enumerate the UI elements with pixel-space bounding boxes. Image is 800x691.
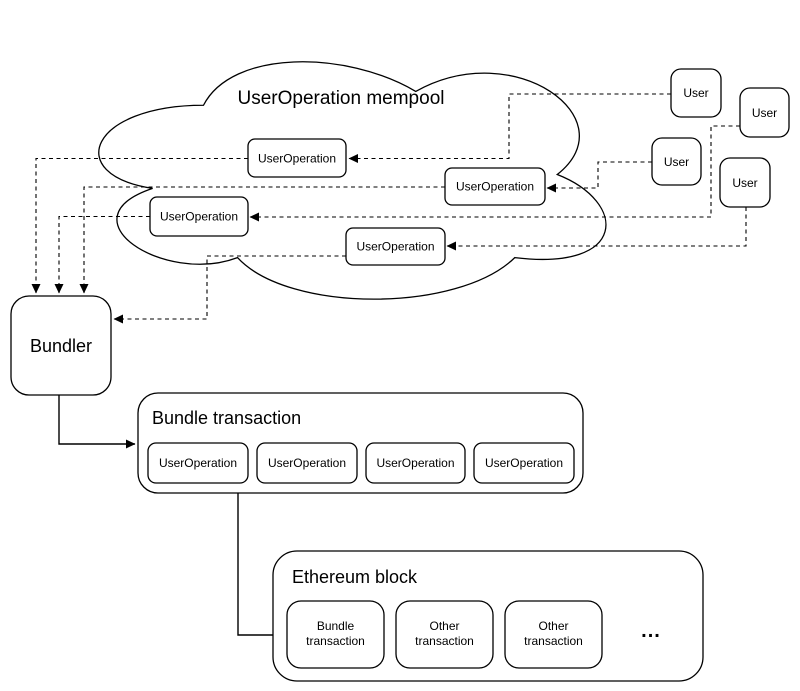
bundler-label: Bundler: [30, 336, 92, 356]
eth-tx-3-line1: Other: [538, 619, 568, 633]
bundle-userop-label-2: UserOperation: [268, 456, 346, 470]
mempool-userop-node-3: UserOperation: [149, 196, 249, 237]
edge-userop3-to-bundler: [54, 215, 150, 294]
user-node-1: User: [670, 68, 722, 118]
edge-userop4-to-bundler: [113, 255, 346, 324]
mempool-userop-node-2: UserOperation: [444, 167, 546, 206]
mempool-userop-node-4: UserOperation: [345, 227, 446, 266]
user-node-3: User: [651, 137, 702, 186]
bundle-userop-label-1: UserOperation: [159, 456, 237, 470]
user-node-4: User: [719, 157, 771, 208]
user-label-1: User: [683, 86, 708, 100]
eth-tx-node-1: [286, 600, 385, 669]
bundle-userop-label-4: UserOperation: [485, 456, 563, 470]
bundle-transaction-container: Bundle transaction UserOperation UserOpe…: [137, 392, 584, 494]
mempool-userop-label-2: UserOperation: [456, 180, 534, 194]
edge-bundler-to-bundle-transaction: [58, 395, 136, 449]
eth-tx-2-line1: Other: [429, 619, 459, 633]
bundle-userop-label-3: UserOperation: [376, 456, 454, 470]
user-label-4: User: [732, 176, 757, 190]
mempool-title: UserOperation mempool: [238, 88, 445, 109]
ethereum-block-container: Ethereum block Bundle transaction Other …: [272, 550, 704, 682]
user-label-3: User: [664, 155, 689, 169]
edge-bundle-transaction-to-ethereum-block: [237, 493, 285, 640]
eth-tx-1-line2: transaction: [306, 634, 365, 648]
edge-user4-to-userop4: [446, 207, 747, 251]
mempool-userop-label-3: UserOperation: [160, 210, 238, 224]
mempool-userop-node-1: UserOperation: [247, 138, 347, 178]
bundle-transaction-title: Bundle transaction: [152, 408, 301, 428]
mempool-userop-label-1: UserOperation: [258, 152, 336, 166]
eth-tx-1-line1: Bundle: [317, 619, 355, 633]
eth-tx-node-3: [504, 600, 603, 669]
edge-userop1-to-bundler: [31, 157, 248, 294]
user-label-2: User: [752, 106, 777, 120]
bundler-node: Bundler: [10, 295, 112, 396]
eth-tx-node-2: [395, 600, 494, 669]
eth-more-transactions-dots: ...: [641, 620, 661, 642]
ethereum-block-title: Ethereum block: [292, 567, 418, 587]
user-node-2: User: [739, 87, 790, 138]
eth-tx-2-line2: transaction: [415, 634, 474, 648]
eth-tx-3-line2: transaction: [524, 634, 583, 648]
mempool-cloud: [98, 61, 607, 300]
edge-userop2-to-bundler: [79, 186, 445, 294]
mempool-userop-label-4: UserOperation: [356, 240, 434, 254]
edge-user3-to-userop2: [546, 161, 652, 193]
